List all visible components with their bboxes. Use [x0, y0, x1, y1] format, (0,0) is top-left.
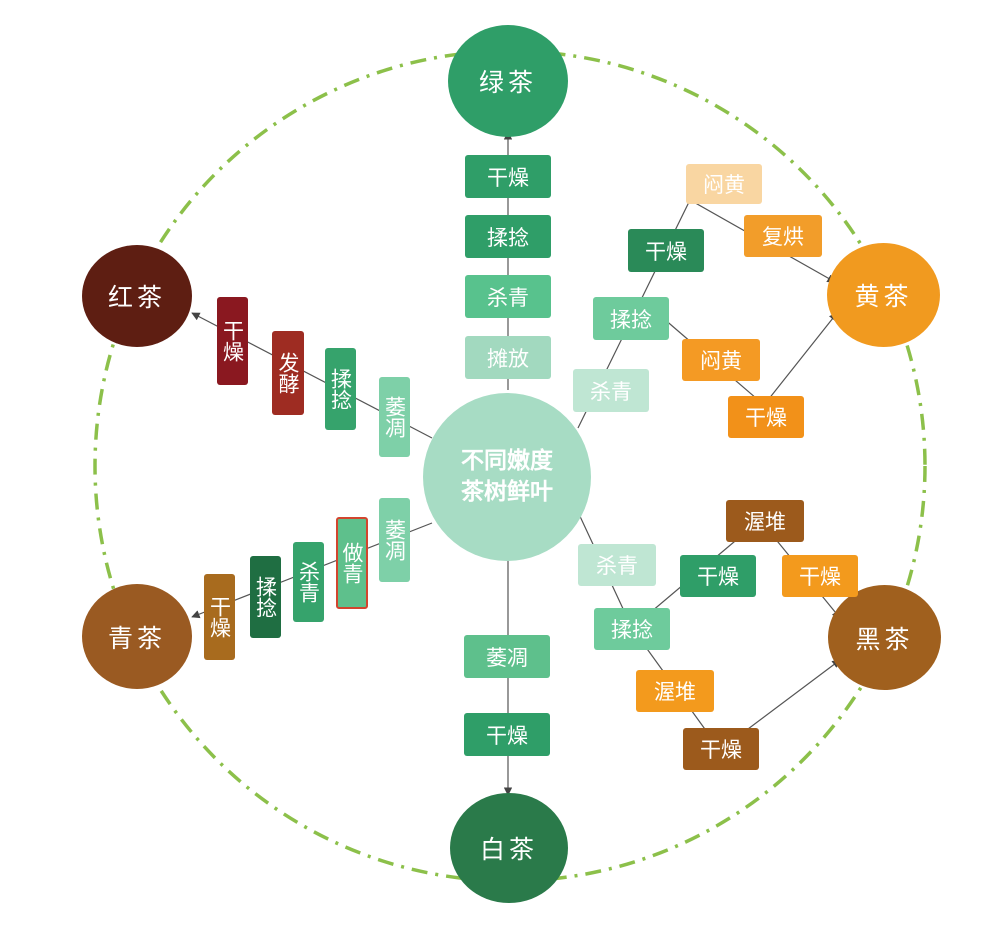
oolong-step-withering: 萎凋 [379, 498, 410, 582]
red-step-fermenting: 发酵 [272, 331, 304, 415]
dark-step-piling-2: 渥堆 [636, 670, 714, 712]
green-step-drying: 干燥 [465, 155, 551, 198]
dark-step-drying-1: 干燥 [680, 555, 756, 597]
dark-step-drying-3: 干燥 [683, 728, 759, 770]
green-step-fixing: 杀青 [465, 275, 551, 318]
dark-step-piling-1: 渥堆 [726, 500, 804, 542]
yellow-step-drying-2: 干燥 [728, 396, 804, 438]
oolong-step-rolling: 揉捻 [250, 556, 281, 638]
red-tea-circle: 红茶 [82, 245, 192, 347]
green-tea-circle: 绿茶 [448, 25, 568, 137]
white-tea-circle: 白茶 [450, 793, 568, 903]
yellow-step-sealed-yellowing-1: 闷黄 [686, 164, 762, 204]
center-line-1: 不同嫩度 [461, 448, 553, 474]
green-step-rolling: 揉捻 [465, 215, 551, 258]
dark-tea-circle: 黑茶 [828, 585, 941, 690]
yellow-step-rolling: 揉捻 [593, 297, 669, 340]
dashed-ring [93, 49, 927, 883]
center-line-2: 茶树鲜叶 [461, 479, 553, 505]
red-step-withering: 萎凋 [379, 377, 410, 457]
dark-step-drying-2: 干燥 [782, 555, 858, 597]
red-step-drying: 干燥 [217, 297, 248, 385]
yellow-step-re-bake: 复烘 [744, 215, 822, 257]
white-step-withering: 萎凋 [464, 635, 550, 678]
red-step-rolling: 揉捻 [325, 348, 356, 430]
oolong-tea-circle: 青茶 [82, 584, 192, 689]
center-circle: 不同嫩度 茶树鲜叶 [423, 393, 591, 561]
green-step-spread: 摊放 [465, 336, 551, 379]
dark-step-fixing: 杀青 [578, 544, 656, 586]
dark-step-rolling: 揉捻 [594, 608, 670, 650]
yellow-tea-circle: 黄茶 [827, 243, 940, 347]
oolong-step-fixing: 杀青 [293, 542, 324, 622]
oolong-step-drying: 干燥 [204, 574, 235, 660]
yellow-step-sealed-yellowing-2: 闷黄 [682, 339, 760, 381]
yellow-step-fixing: 杀青 [573, 369, 649, 412]
white-step-drying: 干燥 [464, 713, 550, 756]
oolong-step-making-green: 做青 [336, 517, 368, 609]
yellow-step-drying-1: 干燥 [628, 229, 704, 272]
